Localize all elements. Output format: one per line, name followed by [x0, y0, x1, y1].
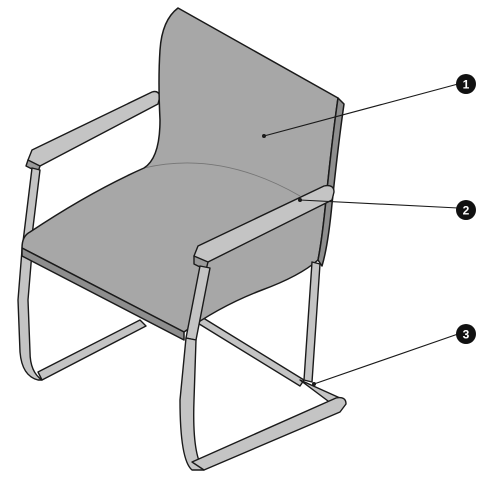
callout-3: 3	[456, 324, 476, 344]
armrest	[185, 184, 335, 341]
leader-line-3	[313, 333, 459, 385]
backrest-and-seat-shell	[21, 7, 345, 341]
callout-3-number: 3	[463, 328, 470, 342]
left-armrest	[21, 90, 161, 253]
callout-1-number: 1	[463, 78, 470, 92]
leader-dot-1	[262, 134, 266, 138]
callout-2: 2	[456, 200, 476, 220]
callout-2-number: 2	[463, 204, 470, 218]
cantilever-tube-frame	[179, 261, 347, 471]
leader-dot-2	[298, 198, 302, 202]
leader-dot-3	[312, 382, 316, 386]
rear-sled-frame	[17, 249, 344, 409]
leader-line-2	[299, 199, 459, 209]
leader-lines	[263, 83, 459, 385]
leader-line-1	[263, 83, 459, 137]
callout-1: 1	[456, 74, 476, 94]
leader-dots	[262, 134, 316, 386]
